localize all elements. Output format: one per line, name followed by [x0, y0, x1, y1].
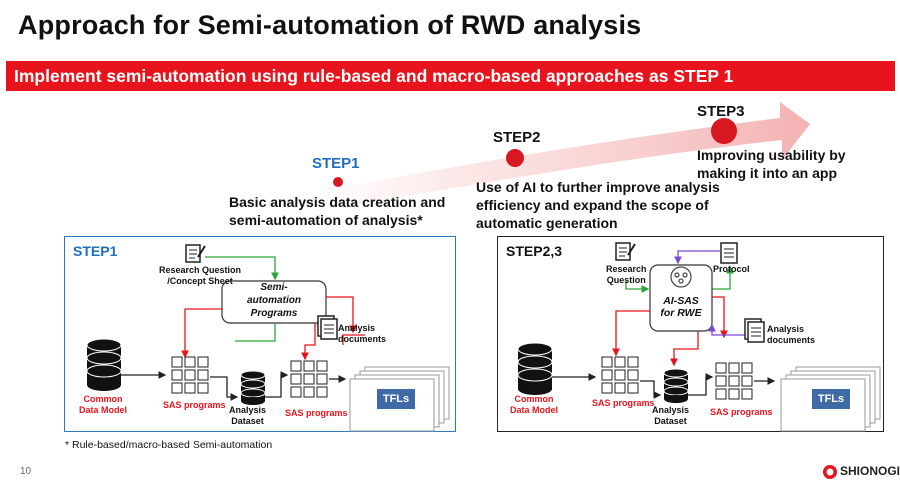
brand-name: SHIONOGI: [840, 464, 900, 478]
footnote: * Rule-based/macro-based Semi-automation: [65, 439, 273, 451]
tfls-label: TFLs: [817, 393, 845, 405]
step23-flow-diagram: [517, 242, 881, 432]
step3-dot: [711, 118, 737, 144]
research-question-label: Research Question: [606, 264, 647, 285]
research-question-icon: [615, 242, 636, 261]
analysis-dataset-icon: [663, 368, 689, 403]
step2-label: STEP2: [493, 129, 541, 146]
step1-flow-diagram: [86, 244, 450, 432]
step1-panel: STEP1: [64, 236, 456, 432]
shionogi-logo-icon: [823, 465, 837, 479]
sas-programs-label-2: SAS programs: [710, 407, 773, 417]
ai-sas-label: AI-SAS for RWE: [660, 295, 702, 319]
step23-panel: STEP2,3: [497, 236, 884, 432]
common-data-model-label: Common Data Model: [510, 394, 559, 415]
step3-label: STEP3: [697, 103, 745, 120]
sas-programs-label-2: SAS programs: [285, 408, 348, 418]
sas-programs-label-1: SAS programs: [592, 398, 655, 408]
protocol-icon: [720, 242, 738, 264]
analysis-documents-label: Analysis documents: [767, 324, 816, 345]
ai-head-icon: [670, 266, 692, 288]
common-data-model-label: Common Data Model: [79, 394, 128, 415]
common-data-model-icon: [517, 342, 553, 395]
research-question-label: Research Question /Concept Sheet: [159, 265, 242, 286]
step3-description: Improving usability by making it into an…: [697, 147, 846, 181]
page-title: Approach for Semi-automation of RWD anal…: [18, 10, 642, 40]
protocol-label: Protocol: [713, 264, 750, 274]
analysis-documents-label: Analysis documents: [338, 323, 387, 344]
page-number: 10: [20, 466, 32, 477]
sas-programs-grid-1: [171, 356, 209, 394]
analysis-dataset-icon: [240, 370, 266, 405]
step1-label: STEP1: [312, 155, 360, 172]
semi-automation-box: [221, 280, 327, 324]
analysis-dataset-label: Analysis Dataset: [652, 405, 690, 426]
analysis-dataset-label: Analysis Dataset: [229, 405, 267, 426]
semi-automation-label: Semi- automation Programs: [247, 282, 301, 319]
research-question-icon: [185, 244, 206, 263]
sas-programs-grid-1: [601, 356, 639, 394]
tfls-label: TFLs: [382, 393, 410, 405]
tfls-stack: [349, 366, 450, 432]
sas-programs-grid-2: [290, 360, 328, 398]
ai-sas-box: [649, 264, 713, 332]
subtitle-banner: Implement semi-automation using rule-bas…: [6, 61, 895, 91]
tfls-stack: [780, 366, 881, 432]
step2-description: Use of AI to further improve analysis ef…: [476, 179, 720, 231]
step1-panel-title: STEP1: [73, 243, 118, 259]
step23-panel-title: STEP2,3: [506, 243, 563, 259]
analysis-documents-icon: [317, 315, 338, 340]
analysis-documents-icon: [744, 318, 765, 343]
common-data-model-icon: [86, 338, 122, 391]
sas-programs-label-1: SAS programs: [163, 400, 226, 410]
step2-dot: [506, 149, 524, 167]
step1-dot: [333, 177, 343, 187]
sas-programs-grid-2: [715, 362, 753, 400]
step1-description: Basic analysis data creation and semi-au…: [229, 194, 446, 228]
